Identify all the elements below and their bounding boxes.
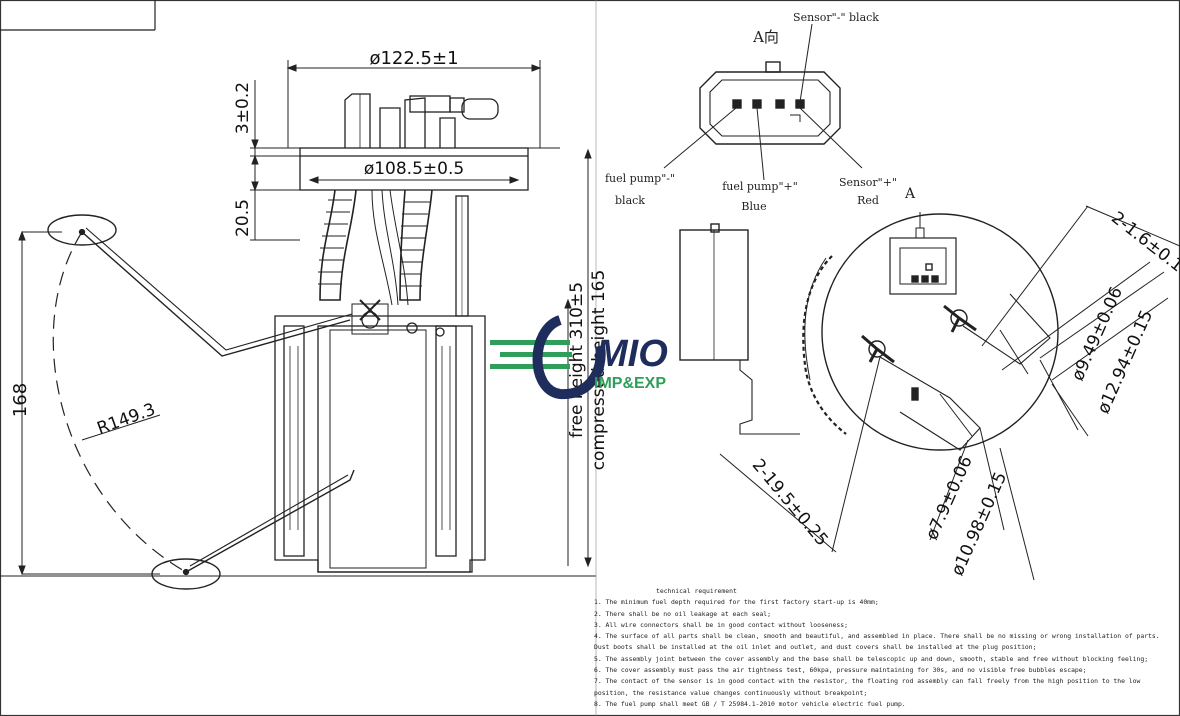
dim-arm-radius: R149.3 [94,400,158,439]
requirement-item: 3. All wire connectors shall be in good … [594,620,848,629]
fuel-pump-minus-label: fuel pump"-" [605,172,675,185]
technical-requirements: technical requirement 1. The minimum fue… [594,586,1174,710]
section-marker-a: A [904,186,916,202]
sensor-plus-label: Sensor"+" [839,176,897,189]
dim-flange-inner: ø108.5±0.5 [364,159,464,179]
watermark-stripe [490,340,570,345]
dim-free-height: free height 310±5 [567,282,587,438]
requirement-item: 8. The fuel pump shall meet GB / T 25984… [594,699,906,708]
brand-watermark: MIO IMP&EXP [490,315,668,400]
dim-flange-thickness: 3±0.2 [233,82,253,134]
left-dimension-lines [18,60,592,576]
dim-pin-spacing-top: 2-1.6±0.1 [1107,208,1180,276]
sensor-minus-label: Sensor"-" black [793,11,879,24]
requirement-item: 6. The cover assembly must pass the air … [594,666,1087,675]
pump-side-view [47,93,560,590]
requirement-item: 5. The assembly joint between the cover … [594,654,1149,663]
sensor-plus-color: Red [857,194,879,207]
watermark-o-mark [532,315,606,400]
dim-pin-spacing-bottom: 2-19.5±0.25 [748,455,832,550]
fuel-pump-plus-label: fuel pump"+" [722,180,798,193]
watermark-stripe [490,364,570,369]
dim-flange-gap: 20.5 [233,199,253,237]
view-a-label: A向 [752,28,779,46]
watermark-brand: MIO [596,333,668,375]
requirement-item: 1. The minimum fuel depth required for t… [594,598,879,607]
fuel-pump-minus-color: black [615,194,645,207]
requirement-item: 7. The contact of the sensor is in good … [594,677,1141,697]
fuel-pump-plus-color: Blue [741,200,766,213]
top-view-dimension-lines [719,205,1180,581]
requirements-heading: technical requirement [656,587,737,595]
connector-view [663,23,863,181]
dim-flange-outer: ø122.5±1 [369,48,458,69]
dim-arm-height: 168 [10,383,31,417]
requirement-item: 4. The surface of all parts shall be cle… [594,632,1160,652]
requirement-item: 2. There shall be no oil leakage at each… [594,609,771,618]
pump-top-view [679,212,1059,451]
watermark-sub: IMP&EXP [594,375,666,392]
